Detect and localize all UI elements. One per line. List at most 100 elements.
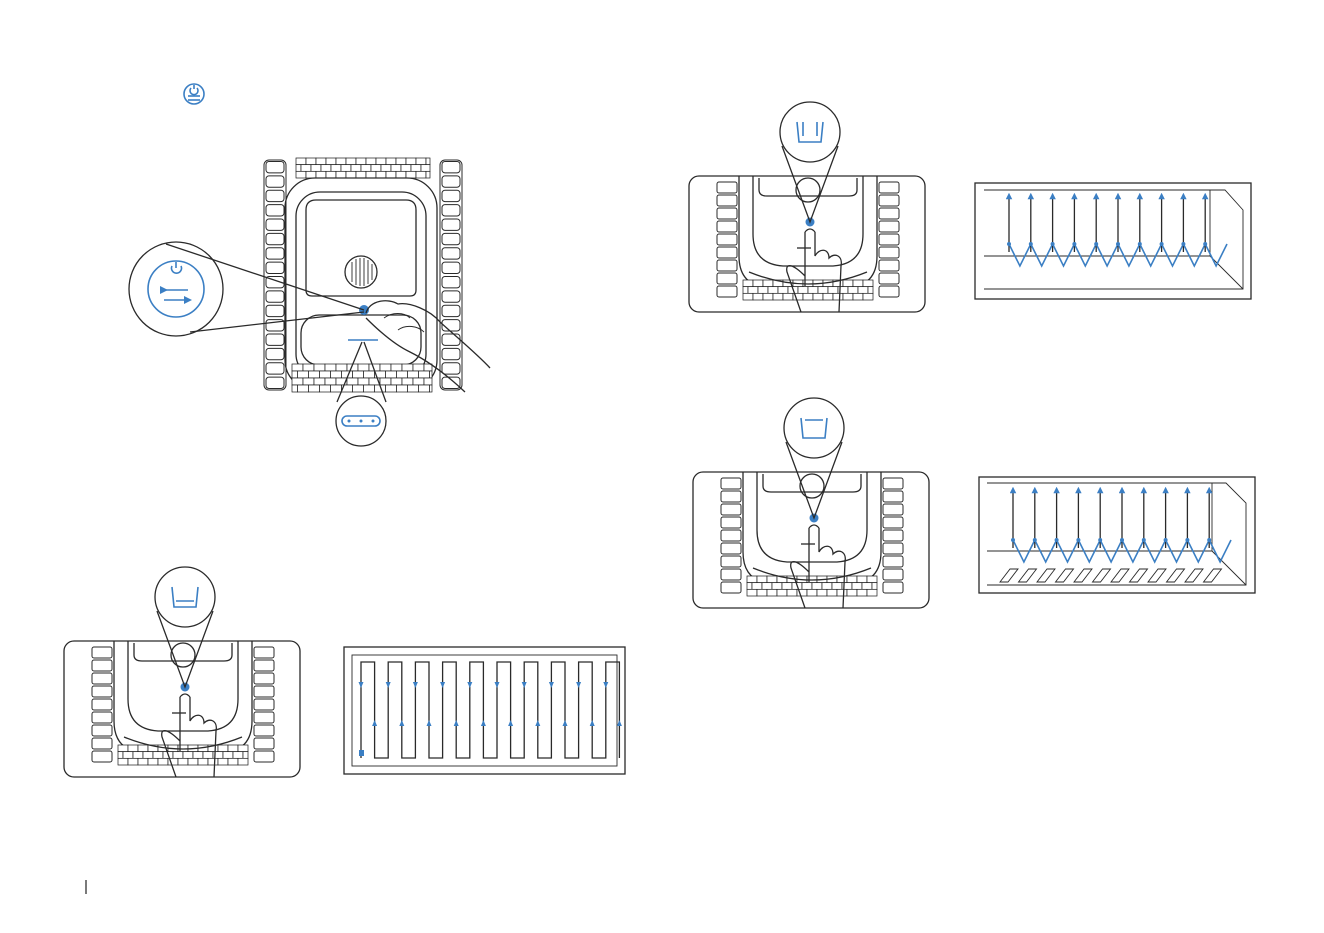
track-segment xyxy=(879,260,899,271)
top-brush-roller xyxy=(296,158,430,178)
tile xyxy=(1148,569,1166,582)
bottom-brush-roller xyxy=(118,745,248,765)
wall-cleaning-path xyxy=(975,183,1251,299)
track-segment xyxy=(442,248,460,259)
track-segment xyxy=(883,556,903,567)
pool-outline xyxy=(344,647,625,774)
path-arrow xyxy=(440,682,445,688)
track-segment xyxy=(442,334,460,345)
power-button-zoom xyxy=(129,242,223,336)
track-segment xyxy=(266,162,284,173)
floor-mode-robot-card xyxy=(64,567,300,777)
tile xyxy=(1019,569,1037,582)
tile xyxy=(1167,569,1185,582)
tile xyxy=(1056,569,1074,582)
path-arrow xyxy=(590,720,595,726)
track-segment xyxy=(92,738,112,749)
track-segment xyxy=(717,195,737,206)
track-segment xyxy=(717,273,737,284)
path-arrow xyxy=(427,720,432,726)
track-segment xyxy=(883,478,903,489)
path-arrow xyxy=(603,682,608,688)
tile xyxy=(1000,569,1018,582)
track-segment xyxy=(879,208,899,219)
tile xyxy=(1204,569,1222,582)
track-segment xyxy=(266,248,284,259)
track-segment xyxy=(442,305,460,316)
track-segment xyxy=(92,647,112,658)
tile xyxy=(1037,569,1055,582)
track-segment xyxy=(883,491,903,502)
track-segment xyxy=(442,320,460,331)
wall-mode-robot-card xyxy=(689,102,925,312)
path-arrow xyxy=(495,682,500,688)
power-switch-icon xyxy=(184,84,204,104)
track-segment xyxy=(254,647,274,658)
handle-knob xyxy=(171,643,195,667)
track-segment xyxy=(721,517,741,528)
start-marker xyxy=(359,750,364,756)
track-segment xyxy=(266,262,284,273)
track-segment xyxy=(879,273,899,284)
track-segment xyxy=(92,699,112,710)
track-segment xyxy=(721,582,741,593)
right-track xyxy=(440,160,462,390)
handle-knob xyxy=(796,178,820,202)
track-segment xyxy=(883,517,903,528)
bottom-brush-roller xyxy=(747,576,877,596)
track-segment xyxy=(883,569,903,580)
track-segment xyxy=(266,205,284,216)
track-segment xyxy=(883,530,903,541)
track-segment xyxy=(266,291,284,302)
path-arrow xyxy=(467,682,472,688)
left-track xyxy=(721,478,741,593)
track-segment xyxy=(717,260,737,271)
track-segment xyxy=(721,504,741,515)
tile xyxy=(1074,569,1092,582)
floor-mode-icon xyxy=(172,587,198,607)
track-segment xyxy=(442,233,460,244)
track-segment xyxy=(717,286,737,297)
left-track xyxy=(717,182,737,297)
track-segment xyxy=(266,190,284,201)
track-segment xyxy=(266,233,284,244)
path-arrow xyxy=(372,720,377,726)
track-segment xyxy=(442,363,460,374)
track-segment xyxy=(442,291,460,302)
right-track xyxy=(254,647,274,762)
right-track xyxy=(879,182,899,297)
bottom-brush-roller xyxy=(743,280,873,300)
track-segment xyxy=(254,660,274,671)
track-segment xyxy=(879,182,899,193)
track-segment xyxy=(883,543,903,554)
track-segment xyxy=(883,582,903,593)
path-arrow xyxy=(386,682,391,688)
path-arrow xyxy=(481,720,486,726)
mode-button-zoom xyxy=(780,102,840,162)
track-segment xyxy=(442,176,460,187)
track-segment xyxy=(717,208,737,219)
mode-button-zoom xyxy=(784,398,844,458)
track-segment xyxy=(266,363,284,374)
path-arrow xyxy=(454,720,459,726)
track-segment xyxy=(721,478,741,489)
track-segment xyxy=(254,699,274,710)
track-segment xyxy=(442,162,460,173)
track-segment xyxy=(266,377,284,388)
track-segment xyxy=(879,247,899,258)
path-arrow xyxy=(522,682,527,688)
path-arrow xyxy=(413,682,418,688)
track-segment xyxy=(266,305,284,316)
track-segment xyxy=(721,491,741,502)
track-segment xyxy=(254,725,274,736)
track-segment xyxy=(879,221,899,232)
path-arrow xyxy=(535,720,540,726)
tile xyxy=(1130,569,1148,582)
tile xyxy=(1093,569,1111,582)
track-segment xyxy=(717,247,737,258)
track-segment xyxy=(254,712,274,723)
track-segment xyxy=(717,221,737,232)
left-track xyxy=(92,647,112,762)
track-segment xyxy=(92,712,112,723)
